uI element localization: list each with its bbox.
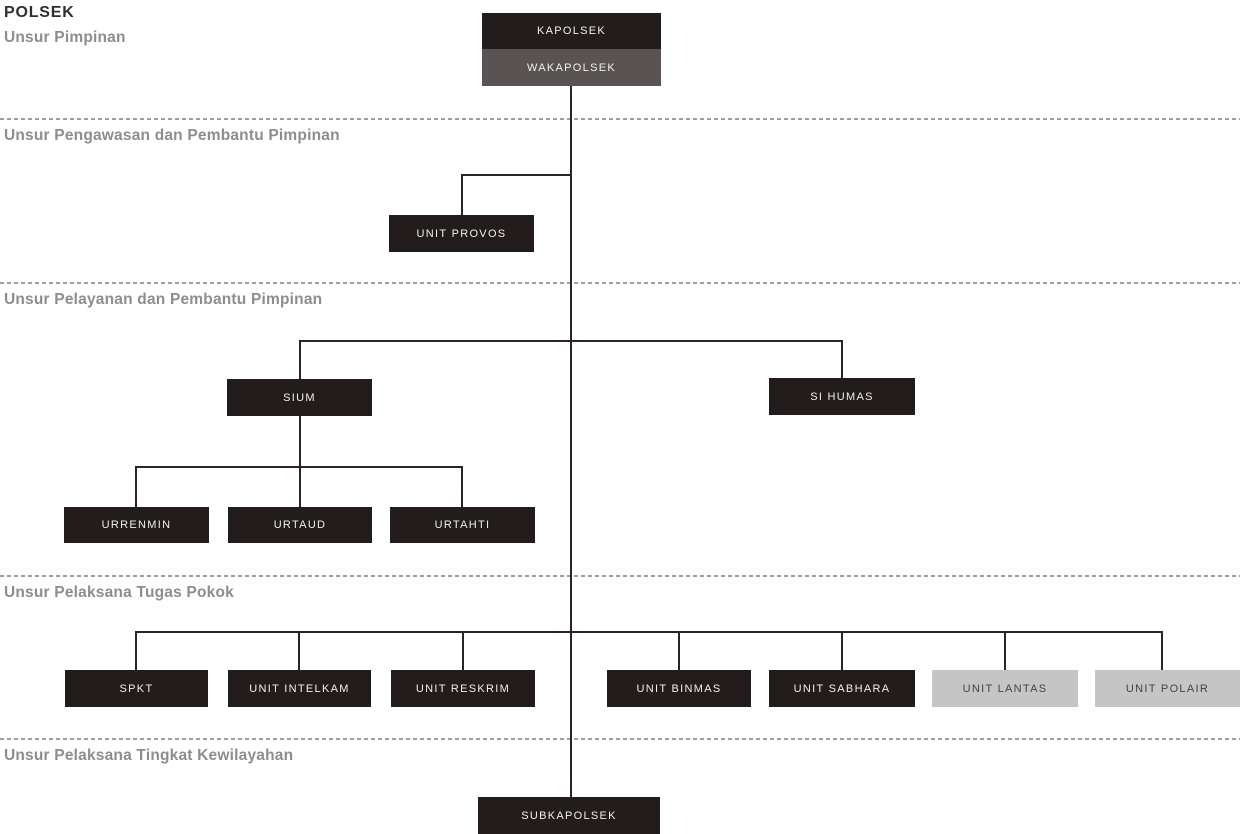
node-unit-binmas: UNIT BINMAS: [607, 670, 751, 707]
connector-pelayanan-horizontal: [299, 340, 843, 342]
connector-reskrim-drop: [462, 631, 464, 670]
node-sium: SIUM: [227, 379, 372, 416]
node-urrenmin: URRENMIN: [64, 507, 209, 543]
node-unit-reskrim: UNIT RESKRIM: [391, 670, 535, 707]
connector-main-vertical: [570, 86, 572, 797]
node-subkapolsek: SUBKAPOLSEK: [478, 797, 660, 834]
section-divider: [0, 282, 1240, 284]
node-urtaud: URTAUD: [228, 507, 372, 543]
node-unit-intelkam: UNIT INTELKAM: [228, 670, 371, 707]
connector-binmas-drop: [678, 631, 680, 670]
node-spkt: SPKT: [65, 670, 208, 707]
connector-urtahti-drop: [461, 466, 463, 507]
connector-urrenmin-drop: [135, 466, 137, 507]
connector-spkt-drop: [135, 631, 137, 670]
section-divider: [0, 575, 1240, 577]
node-urtahti: URTAHTI: [390, 507, 535, 543]
connector-sium-children-stem: [299, 416, 301, 468]
section-label-kewilayahan: Unsur Pelaksana Tingkat Kewilayahan: [4, 747, 294, 764]
node-unit-lantas: UNIT LANTAS: [932, 670, 1078, 707]
node-unit-polair: UNIT POLAIR: [1095, 670, 1240, 707]
connector-provos-drop: [461, 174, 463, 215]
connector-sium-drop: [299, 340, 301, 379]
section-label-tugas-pokok: Unsur Pelaksana Tugas Pokok: [4, 584, 234, 601]
connector-lantas-drop: [1004, 631, 1006, 670]
connector-intelkam-drop: [298, 631, 300, 670]
node-unit-provos: UNIT PROVOS: [389, 215, 534, 252]
section-label-pimpinan: Unsur Pimpinan: [4, 29, 126, 46]
section-divider: [0, 118, 1240, 120]
node-wakapolsek: WAKAPOLSEK: [482, 49, 661, 86]
section-label-pengawasan: Unsur Pengawasan dan Pembantu Pimpinan: [4, 127, 340, 144]
node-unit-sabhara: UNIT SABHARA: [769, 670, 915, 707]
connector-provos-horizontal: [461, 174, 571, 176]
page-title: POLSEK: [4, 4, 75, 21]
node-si-humas: SI HUMAS: [769, 378, 915, 415]
section-divider: [0, 738, 1240, 740]
connector-sabhara-drop: [841, 631, 843, 670]
connector-tugas-pokok-horizontal: [135, 631, 1163, 633]
connector-urtaud-drop: [299, 466, 301, 507]
connector-polair-drop: [1161, 631, 1163, 670]
section-label-pelayanan: Unsur Pelayanan dan Pembantu Pimpinan: [4, 291, 323, 308]
connector-sihumas-drop: [841, 340, 843, 378]
node-kapolsek: KAPOLSEK: [482, 13, 661, 49]
